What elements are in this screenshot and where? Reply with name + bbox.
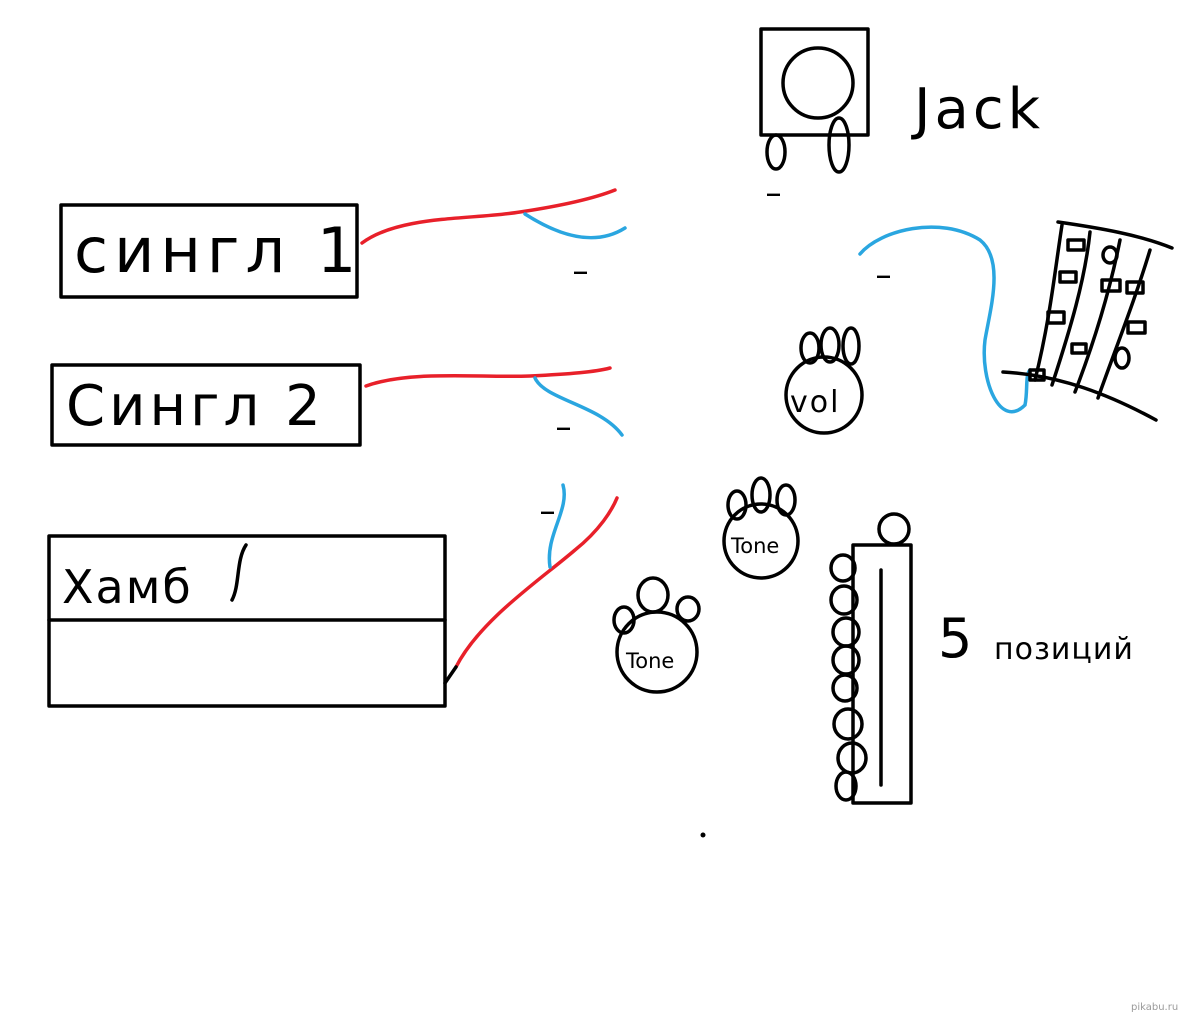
wires-humbucker: _	[443, 483, 619, 685]
wire-single-2-ground	[533, 376, 624, 437]
pickup-single-1: сингл 1	[59, 203, 362, 299]
wire-single-2-hot	[364, 366, 612, 388]
switch-lug-4	[831, 644, 861, 676]
tone-pot-1-label: Tone	[730, 534, 779, 558]
tone-pot-2-lug-3	[675, 595, 701, 623]
volume-pot: vol	[784, 326, 864, 435]
tone-pot-1-lug-2	[750, 476, 772, 514]
bridge-top-edge	[1056, 220, 1174, 250]
switch-label-number: 5	[938, 607, 974, 670]
bridge-line-4	[1096, 248, 1152, 400]
tone-pot-2-lug-2	[636, 576, 670, 614]
jack: _ Jack	[759, 27, 1044, 197]
minus-humbucker: _	[541, 485, 554, 515]
jack-socket	[781, 46, 855, 120]
jack-body	[759, 27, 870, 137]
tone-pot-1-lug-1	[726, 489, 748, 521]
pickup-single-2: Сингл 2	[50, 363, 362, 447]
tone-pot-2-lug-1	[612, 605, 636, 635]
volume-pot-label: vol	[790, 385, 840, 420]
wires-single-2: _	[364, 366, 624, 437]
wires-single-1: _	[360, 188, 627, 275]
bridge-line-2	[1050, 230, 1092, 387]
wire-single-1-ground	[523, 212, 627, 240]
pickup-single-1-body	[59, 203, 359, 299]
pickup-humbucker-scribble	[230, 543, 248, 602]
minus-ground: _	[877, 249, 890, 279]
watermark: pikabu.ru	[1131, 1002, 1178, 1013]
minus-single-1: _	[574, 245, 587, 275]
bridge-saddle-8	[1028, 368, 1046, 382]
switch-lug-5	[831, 673, 859, 703]
switch-label-text: позиций	[994, 632, 1134, 667]
bridge-saddle-6	[1126, 320, 1147, 335]
pickup-single-2-label: Сингл 2	[66, 374, 325, 439]
wire-humbucker-ground	[547, 483, 566, 569]
switch-lug-6	[832, 707, 864, 741]
tone-pot-2: Tone	[612, 576, 701, 694]
switch-lug-2	[829, 584, 859, 616]
pickup-single-1-label: сингл 1	[74, 214, 362, 287]
switch-top-lug	[877, 512, 911, 546]
bridge-saddle-7	[1070, 342, 1088, 355]
switch-lug-8	[834, 770, 858, 802]
bridge-saddle-1	[1066, 238, 1086, 252]
bridge-sketch	[1001, 220, 1174, 422]
wire-single-1-hot	[360, 188, 617, 245]
jack-label: Jack	[911, 77, 1044, 142]
bridge-saddle-9	[1113, 346, 1131, 370]
switch-body	[851, 543, 913, 805]
bridge-saddle-3	[1100, 278, 1122, 293]
volume-pot-lug-1	[799, 331, 821, 365]
switch-lug-1	[829, 553, 857, 583]
jack-ground-lug	[765, 133, 787, 171]
pickup-humbucker-label: Хамб	[62, 560, 193, 614]
bridge-line-1	[1033, 223, 1064, 382]
jack-minus: _	[767, 167, 780, 197]
bridge-saddle-2	[1058, 270, 1078, 284]
wire-humbucker-stub	[443, 665, 458, 685]
bridge-saddle-5	[1125, 280, 1145, 295]
jack-hot-lug	[827, 116, 851, 174]
tone-pot-1-lug-3	[775, 483, 797, 517]
stray-dot	[700, 832, 706, 838]
volume-pot-lug-3	[841, 326, 861, 366]
volume-pot-lug-2	[819, 326, 841, 364]
switch-lug-3	[831, 616, 861, 648]
tone-pot-1-body	[722, 502, 800, 580]
ground-wire-path	[858, 225, 1032, 414]
five-way-switch: 5 позиций	[829, 512, 1134, 805]
pickup-single-2-body	[50, 363, 362, 447]
bridge-bottom-edge	[1001, 370, 1158, 422]
tone-pot-1: Tone	[722, 476, 800, 580]
minus-single-2: _	[557, 401, 570, 431]
ground-wire: _	[858, 225, 1032, 414]
tone-pot-2-label: Tone	[625, 649, 674, 673]
bridge-saddle-10	[1101, 245, 1119, 265]
pickup-humbucker: Хамб	[47, 534, 447, 708]
wire-humbucker-hot	[454, 496, 619, 669]
bridge-saddle-4	[1046, 310, 1066, 325]
